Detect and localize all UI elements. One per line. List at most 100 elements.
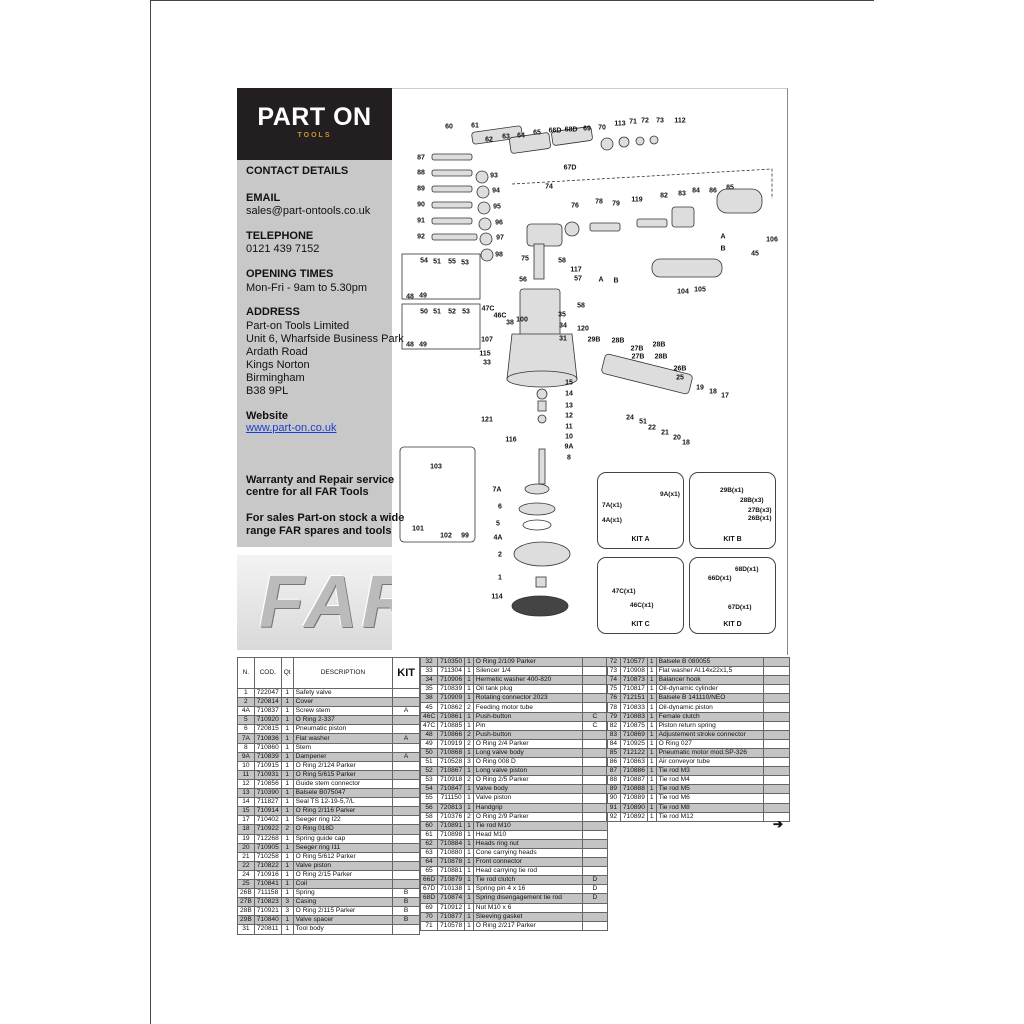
part-qty: 1 — [464, 720, 474, 731]
part-number: 34 — [419, 675, 439, 686]
part-code: 710878 — [437, 857, 466, 868]
part-kit — [762, 747, 791, 759]
part-code: 710880 — [437, 847, 466, 859]
part-qty: 1 — [464, 866, 474, 877]
part-code: 710886 — [619, 766, 648, 777]
part-code: 710528 — [437, 757, 466, 768]
part-callout: 92 — [417, 233, 425, 241]
part-callout: 64 — [517, 132, 525, 140]
part-description: Tie rod M10 — [472, 820, 583, 831]
part-qty: 1 — [646, 757, 657, 768]
part-code: 712122 — [619, 747, 648, 759]
part-description: Safety valve — [292, 687, 394, 699]
part-qty: 3 — [464, 757, 474, 768]
part-description: Oil tank plug — [472, 684, 583, 695]
part-callout: 96 — [495, 219, 503, 227]
part-callout: 101 — [412, 525, 424, 533]
part-description: Spring disengagement tie rod — [472, 893, 583, 904]
part-code: 710837 — [253, 706, 282, 717]
air-tube — [651, 258, 723, 278]
part-number: 65 — [419, 866, 439, 877]
part-code: 710376 — [437, 811, 466, 822]
email-value[interactable]: sales@part-ontools.co.uk — [246, 205, 371, 217]
part-qty: 1 — [464, 829, 474, 840]
part-qty: 1 — [464, 684, 474, 695]
part-number: 67D — [419, 884, 439, 895]
part-qty: 3 — [280, 906, 294, 917]
part-code: 711158 — [253, 888, 282, 899]
part-qty: 1 — [280, 715, 294, 726]
part-qty: 1 — [280, 915, 294, 926]
part-code: 720814 — [253, 697, 282, 708]
part-callout: 94 — [492, 187, 500, 195]
part-code: 710138 — [437, 884, 466, 895]
address-line: Kings Norton — [246, 359, 310, 371]
part-number: 47C — [419, 720, 439, 731]
part-number: 79 — [606, 711, 621, 722]
part-number: 38 — [419, 693, 439, 704]
part-code: 710892 — [619, 811, 648, 822]
part-callout: A — [720, 233, 726, 241]
part-code: 710881 — [437, 866, 466, 877]
part-number: 29B — [237, 915, 255, 926]
part-callout: 95 — [493, 203, 501, 211]
part-kit — [581, 775, 609, 786]
part-kit — [392, 860, 420, 871]
website-label: Website — [246, 410, 288, 422]
part-description: Tie rod M3 — [655, 766, 764, 777]
part-qty: 1 — [646, 711, 657, 722]
part-code: 710869 — [619, 729, 648, 740]
part-number: 52 — [419, 766, 439, 777]
part-callout: 115 — [479, 350, 491, 358]
part-callout: 72 — [641, 117, 649, 125]
cylinder-parts — [526, 188, 763, 280]
hours-label: OPENING TIMES — [246, 268, 334, 280]
part-qty: 1 — [464, 857, 474, 868]
part-code: 710847 — [437, 784, 466, 795]
part-description: Female clutch — [655, 711, 764, 722]
part-code: 710863 — [619, 757, 648, 768]
part-kit — [581, 784, 609, 795]
part-qty: 1 — [464, 847, 474, 859]
part-kit: C — [581, 711, 609, 722]
website-link[interactable]: www.part-on.co.uk — [246, 422, 337, 434]
part-description: Pin — [472, 720, 583, 731]
kit-item: 4A(x1) — [602, 517, 622, 524]
part-description: Valve piston — [472, 793, 583, 804]
part-description: Adjustement stroke connector — [655, 729, 764, 740]
part-callout: 88 — [417, 169, 425, 177]
part-callout: 76 — [571, 202, 579, 210]
part-description: Pneumatic piston — [292, 724, 394, 735]
part-code: 710860 — [253, 742, 282, 753]
part-kit — [762, 802, 791, 813]
kit-title: KIT C — [631, 621, 650, 628]
part-number: 4A — [237, 706, 255, 717]
part-code: 710925 — [619, 738, 648, 749]
part-qty: 1 — [280, 778, 294, 790]
page-edge-left — [150, 0, 151, 1024]
address-label: ADDRESS — [246, 306, 300, 318]
part-callout: 99 — [461, 532, 469, 540]
part-description: Seeger ring I22 — [292, 815, 394, 826]
part-code: 710898 — [437, 829, 466, 840]
part-callout: 53 — [461, 259, 469, 267]
part-kit — [762, 811, 791, 822]
part-number: 7A — [237, 733, 255, 744]
part-description: O Ring 2/116 Parker — [292, 806, 394, 817]
part-number: 27B — [237, 897, 255, 908]
part-code: 711304 — [437, 666, 466, 677]
kit-item: 66D(x1) — [708, 575, 732, 582]
